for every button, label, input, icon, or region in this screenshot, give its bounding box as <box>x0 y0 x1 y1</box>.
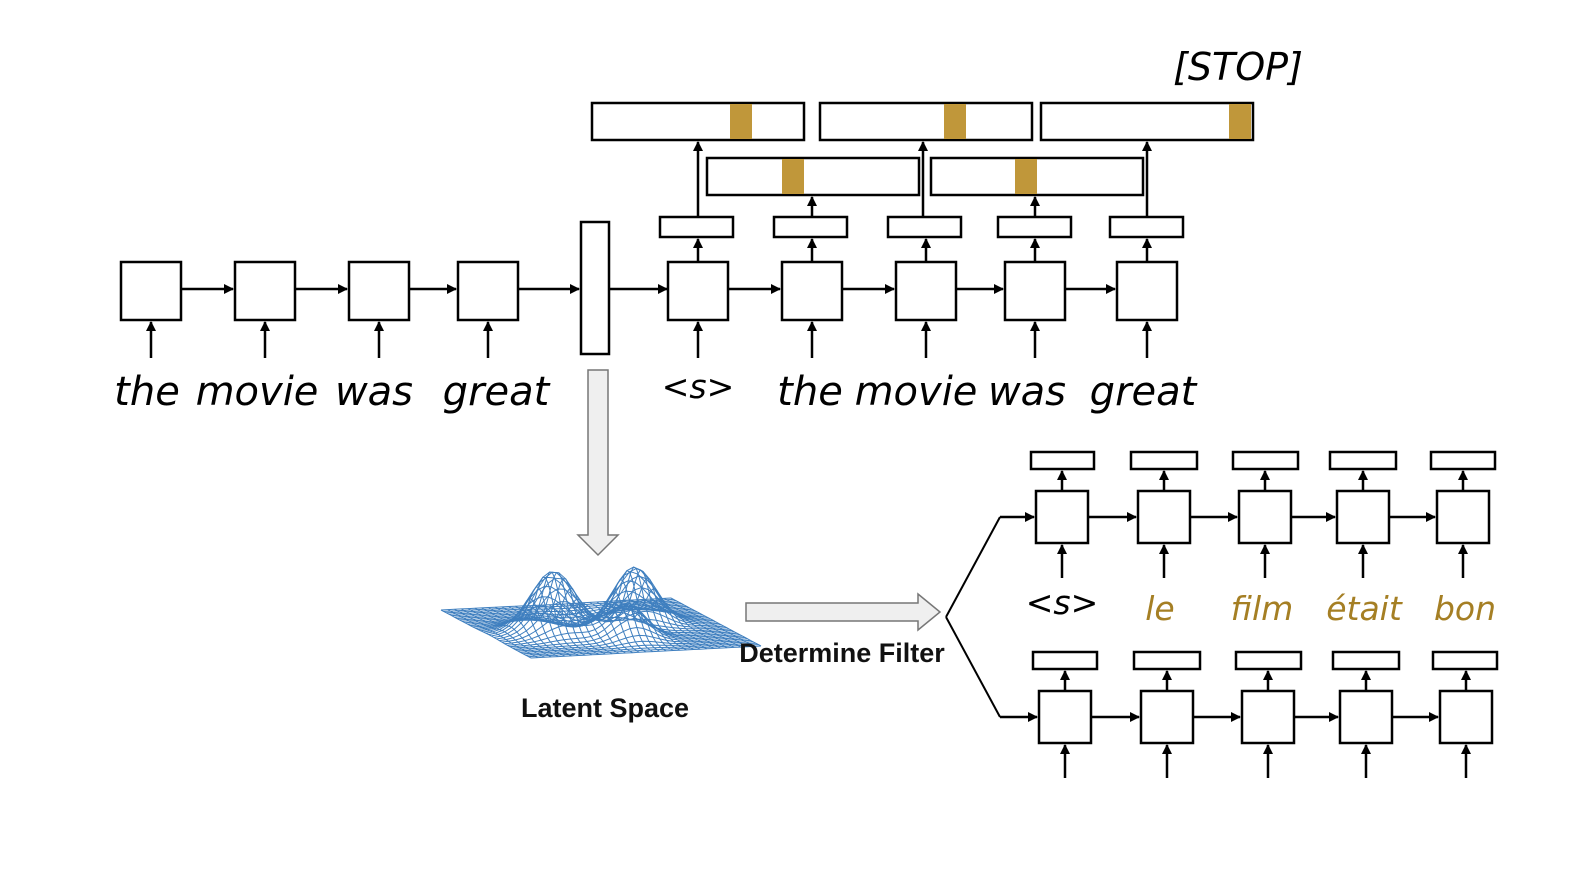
projection-box <box>658 215 735 239</box>
mesh-line <box>520 639 751 653</box>
highlight-mark <box>1229 104 1251 139</box>
decoder: <s> the movie was great [STOP] <box>590 45 1303 415</box>
projection-box <box>1132 650 1202 671</box>
highlight-mark <box>944 104 966 139</box>
decoder-token: movie <box>855 369 978 415</box>
decoder-cell-5 <box>1115 260 1179 322</box>
french-token: bon <box>1434 589 1496 628</box>
projection-box <box>886 215 963 239</box>
decoder-token: was <box>988 369 1066 415</box>
projection-box <box>1031 650 1099 671</box>
mesh-line <box>496 588 727 640</box>
decoder-cell-2 <box>780 260 844 322</box>
mesh-line <box>517 634 748 652</box>
decoder-cell <box>1438 689 1494 745</box>
mesh-line <box>515 626 746 650</box>
french-token: était <box>1326 589 1403 628</box>
highlight-mark <box>1015 159 1037 194</box>
right-arrow <box>745 592 942 632</box>
encoder-cell-4 <box>456 260 520 322</box>
projection-box <box>772 215 849 239</box>
latent-space-label: Latent Space <box>521 693 689 723</box>
projection-box <box>1331 650 1401 671</box>
decoder-cell-1 <box>666 260 730 322</box>
decoder-token: the <box>777 369 843 415</box>
decoder-cell <box>1338 689 1394 745</box>
branch-line-bottom <box>945 616 1001 718</box>
projection-box <box>1129 450 1199 471</box>
encoder: the movie was great <box>114 220 668 415</box>
determine-filter-label: Determine Filter <box>739 638 945 668</box>
french-token: le <box>1145 589 1174 628</box>
projection-box <box>1029 450 1096 471</box>
mesh-line <box>523 641 754 655</box>
output-distribution-bar <box>1039 101 1255 142</box>
encoder-token: great <box>443 369 551 415</box>
encoder-cell-2 <box>233 260 297 322</box>
mesh-line <box>504 603 735 645</box>
mesh-line <box>525 642 756 656</box>
encoder-token: the <box>114 369 180 415</box>
projection-box <box>1429 450 1497 471</box>
french-decoder-cell <box>1435 489 1491 545</box>
mesh-line <box>530 645 762 659</box>
latent-space-surface <box>440 566 762 659</box>
output-distribution-bar <box>818 101 1034 142</box>
mesh-line <box>507 604 738 646</box>
french-decoder-cell <box>1335 489 1391 545</box>
decoder-cell <box>1139 689 1195 745</box>
projection-box <box>1328 450 1398 471</box>
french-token-start: <s> <box>1026 583 1099 622</box>
french-decoder-cell <box>1136 489 1192 545</box>
mesh-line <box>440 597 672 611</box>
mesh-line <box>459 607 690 625</box>
decoder-token: <s> <box>662 367 735 406</box>
encoder-token: was <box>335 369 413 415</box>
output-distribution-bar <box>705 156 921 197</box>
french-decoder: <s> le film était bon <box>1000 450 1497 628</box>
projection-box <box>1431 650 1499 671</box>
french-token: film <box>1231 589 1294 628</box>
encoder-cell-3 <box>347 260 411 322</box>
decoder-token: great <box>1090 369 1198 415</box>
french-decoder-cell <box>1237 489 1293 545</box>
mesh-line <box>493 577 724 638</box>
mesh-line <box>509 609 740 648</box>
projection-box <box>1231 450 1300 471</box>
mesh-line <box>512 617 743 649</box>
mesh-line <box>456 606 687 622</box>
output-distribution-bar <box>590 101 806 142</box>
decoder-cell-3 <box>894 260 958 322</box>
decoder-cell <box>1037 689 1093 745</box>
stop-label: [STOP] <box>1173 45 1303 89</box>
context-vector <box>579 220 611 356</box>
decoder-cell <box>1240 689 1296 745</box>
mesh-line <box>528 644 759 658</box>
projection-box <box>996 215 1073 239</box>
down-arrow <box>576 369 620 557</box>
mesh-line <box>448 601 679 615</box>
second-decoder <box>1000 650 1499 778</box>
encoder-cell-1 <box>119 260 183 322</box>
highlight-mark <box>730 104 752 139</box>
french-decoder-cell <box>1034 489 1090 545</box>
branch-line-top <box>945 516 1001 618</box>
projection-box <box>1234 650 1303 671</box>
highlight-mark <box>782 159 804 194</box>
decoder-cell-4 <box>1003 260 1067 322</box>
mesh-line <box>501 606 732 643</box>
encoder-token: movie <box>196 369 319 415</box>
projection-box <box>1108 215 1185 239</box>
